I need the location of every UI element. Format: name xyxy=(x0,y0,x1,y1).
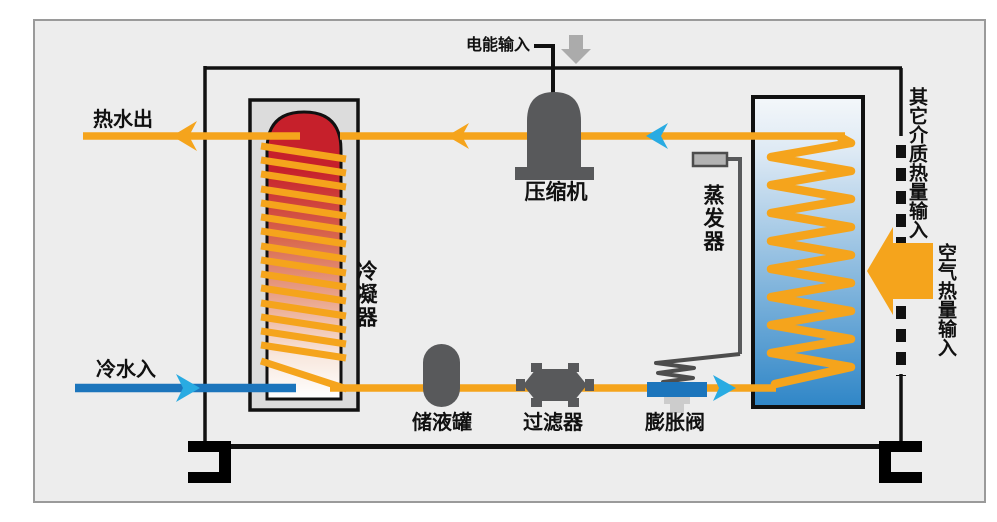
filter-symbol xyxy=(516,363,594,407)
filter-label: 过滤器 xyxy=(523,410,583,434)
valve-stem-bottom xyxy=(670,404,684,413)
flow-arrows xyxy=(172,121,933,402)
other-medium-heat-input-label: 其它介质热量输入 xyxy=(905,87,928,239)
hot-water-out-arrow-icon xyxy=(172,121,197,151)
evaporator xyxy=(751,95,865,409)
valve-stem-top xyxy=(664,397,690,404)
pipes xyxy=(75,132,845,393)
condenser xyxy=(248,98,360,412)
electric-input-label: 电能输入 xyxy=(466,35,531,54)
sensing-bulb xyxy=(691,151,729,168)
electric-input-arrow-icon xyxy=(561,35,591,64)
air-heat-arrow-icon xyxy=(867,227,933,315)
capillary-tube xyxy=(727,157,742,354)
suction-flow-arrow-icon xyxy=(646,123,668,149)
hot-water-out-label: 热水出 xyxy=(93,107,153,131)
expansion-valve-label: 膨胀阀 xyxy=(645,410,705,434)
expansion-valve-symbol xyxy=(647,151,742,413)
air-heat-input-label: 空气热量输入 xyxy=(934,243,957,357)
valve-body xyxy=(647,382,707,397)
compressor-symbol xyxy=(515,35,594,180)
condenser-coil xyxy=(259,142,349,393)
hot-gas-flow-arrow-icon xyxy=(447,123,469,149)
compressor-label: 压缩机 xyxy=(524,180,588,204)
electric-wire xyxy=(534,44,555,94)
evaporator-coil xyxy=(766,132,856,389)
condenser-label: 冷凝器 xyxy=(354,260,379,329)
compressor-base xyxy=(515,167,594,180)
evaporator-label: 蒸发器 xyxy=(701,184,726,253)
mounting-feet xyxy=(188,441,922,483)
right-foot xyxy=(879,441,922,452)
left-foot xyxy=(188,441,231,452)
cold-water-in-arrow-icon xyxy=(176,374,200,402)
valve-spring xyxy=(654,352,741,387)
liquid-flow-arrow-icon xyxy=(713,375,736,401)
receiver-tank-symbol xyxy=(423,344,460,407)
receiver-tank-label: 储液罐 xyxy=(412,410,472,434)
compressor-dome xyxy=(527,92,581,169)
cold-water-in-label: 冷水入 xyxy=(96,357,156,381)
